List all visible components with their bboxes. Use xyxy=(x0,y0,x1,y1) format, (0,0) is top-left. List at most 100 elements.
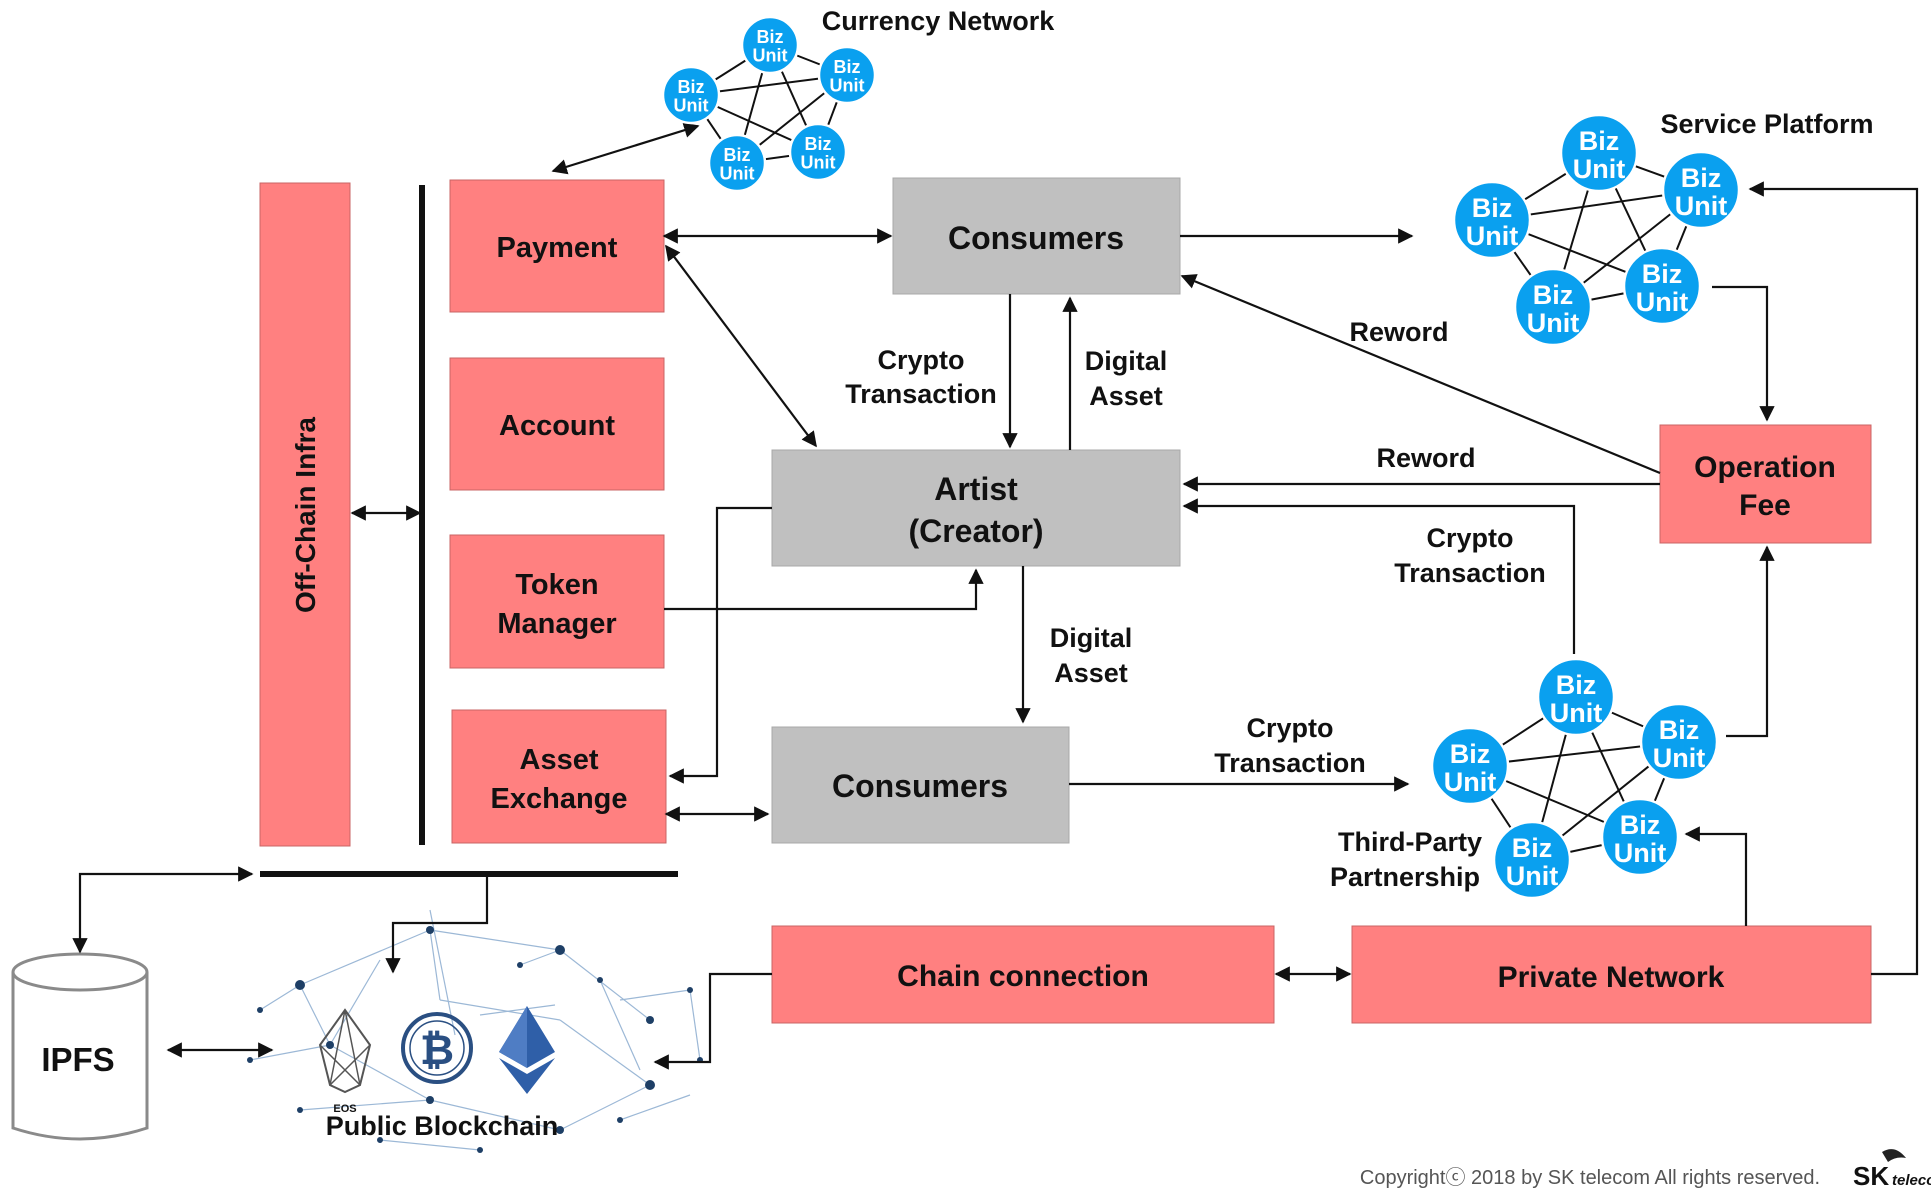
biz-unit-label-line2: Unit xyxy=(1614,838,1666,868)
chain-connection-label: Chain connection xyxy=(897,960,1149,993)
edge-label-crypto-1a: Crypto xyxy=(878,345,965,375)
biz-unit-label-line1: Biz xyxy=(1533,280,1574,310)
svg-text:telecom: telecom xyxy=(1892,1172,1931,1189)
token-manager-box xyxy=(449,534,665,669)
biz-unit-label-line1: Biz xyxy=(757,27,784,47)
ipfs-label: IPFS xyxy=(41,1041,114,1078)
token-manager-label-1: Token xyxy=(515,569,598,601)
biz-unit-label-line2: Unit xyxy=(1506,861,1558,891)
biz-unit-label-line2: Unit xyxy=(753,46,788,66)
biz-unit-label-line2: Unit xyxy=(1675,191,1727,221)
sk-telecom-logo: SK telecom xyxy=(1853,1149,1931,1191)
biz-unit-label-line1: Biz xyxy=(1659,715,1700,745)
svg-text:SK: SK xyxy=(1853,1161,1889,1191)
third-party-title-2: Partnership xyxy=(1330,862,1480,892)
consumers-top-box xyxy=(892,177,1181,295)
biz-unit-label-line2: Unit xyxy=(1466,221,1518,251)
operation-fee-label-1: Operation xyxy=(1694,451,1836,484)
asset-exchange-label-2: Exchange xyxy=(491,783,628,815)
biz-unit-label-line1: Biz xyxy=(1579,126,1620,156)
biz-unit-label-line1: Biz xyxy=(834,57,861,77)
edge-label-crypto-2b: Transaction xyxy=(1394,558,1546,588)
edge-label-reword-2: Reword xyxy=(1376,443,1475,473)
connectors xyxy=(72,122,1919,1070)
biz-unit-label-line2: Unit xyxy=(1550,698,1602,728)
operation-fee-box xyxy=(1659,424,1872,544)
biz-unit-label-line1: Biz xyxy=(1512,833,1553,863)
biz-unit-label-line1: Biz xyxy=(1620,810,1661,840)
biz-unit-label-line1: Biz xyxy=(724,145,751,165)
private-network-box xyxy=(1351,925,1872,1024)
biz-unit-label-line2: Unit xyxy=(1636,287,1688,317)
edge-label-reword-1: Reword xyxy=(1349,317,1448,347)
artist-label-1: Artist xyxy=(934,471,1018,507)
edge-label-digital-1b: Asset xyxy=(1089,381,1163,411)
ipfs-storage: IPFS xyxy=(11,952,149,1141)
edge-label-crypto-3a: Crypto xyxy=(1247,713,1334,743)
edge-label-crypto-3b: Transaction xyxy=(1214,748,1366,778)
ethereum-logo xyxy=(499,1006,555,1094)
biz-unit-label-line1: Biz xyxy=(1681,163,1722,193)
edge-label-crypto-1b: Transaction xyxy=(845,379,997,409)
token-manager-label-2: Manager xyxy=(497,608,616,640)
eos-label: EOS xyxy=(333,1103,356,1115)
biz-unit-label-line2: Unit xyxy=(1527,308,1579,338)
account-box xyxy=(449,357,665,491)
asset-exchange-box xyxy=(451,709,667,844)
biz-unit-label-line2: Unit xyxy=(801,153,836,173)
biz-unit-label-line1: Biz xyxy=(1450,739,1491,769)
biz-unit-label-line2: Unit xyxy=(674,96,709,116)
account-label: Account xyxy=(499,410,615,442)
biz-unit-label-line1: Biz xyxy=(1642,259,1683,289)
private-network-label: Private Network xyxy=(1498,961,1725,994)
copyright-text: Copyrightⓒ 2018 by SK telecom All rights… xyxy=(1360,1166,1820,1189)
public-blockchain-title: Public Blockchain xyxy=(326,1111,559,1141)
chain-connection-box xyxy=(771,925,1275,1024)
biz-unit-label-line1: Biz xyxy=(1556,670,1597,700)
edge-label-digital-2b: Asset xyxy=(1054,658,1128,688)
currency-network-title: Currency Network xyxy=(822,6,1056,36)
biz-unit-label-line2: Unit xyxy=(830,76,865,96)
edge-label-digital-1a: Digital xyxy=(1085,346,1168,376)
artist-label-2: (Creator) xyxy=(908,513,1043,549)
eos-logo: EOS xyxy=(318,1008,372,1115)
edge-label-crypto-2a: Crypto xyxy=(1427,523,1514,553)
consumers-top-label: Consumers xyxy=(948,220,1124,256)
biz-unit-label-line2: Unit xyxy=(720,164,755,184)
biz-unit-label-line1: Biz xyxy=(678,77,705,97)
consumers-bottom-label: Consumers xyxy=(832,768,1008,804)
payment-box xyxy=(449,179,665,313)
biz-unit-label-line2: Unit xyxy=(1444,767,1496,797)
blockchain-network-graphic xyxy=(247,909,703,1153)
bitcoin-logo: ₿ xyxy=(401,1012,473,1084)
biz-unit-label-line2: Unit xyxy=(1573,154,1625,184)
third-party-title-1: Third-Party xyxy=(1338,827,1482,857)
biz-unit-label-line2: Unit xyxy=(1653,743,1705,773)
edge-label-digital-2a: Digital xyxy=(1050,623,1133,653)
operation-fee-label-2: Fee xyxy=(1739,489,1791,522)
biz-unit-label-line1: Biz xyxy=(805,134,832,154)
service-platform-title: Service Platform xyxy=(1660,109,1873,139)
offchain-infra-box xyxy=(259,182,351,847)
asset-exchange-label-1: Asset xyxy=(520,744,599,776)
payment-label: Payment xyxy=(497,232,618,264)
artist-box xyxy=(771,449,1181,567)
